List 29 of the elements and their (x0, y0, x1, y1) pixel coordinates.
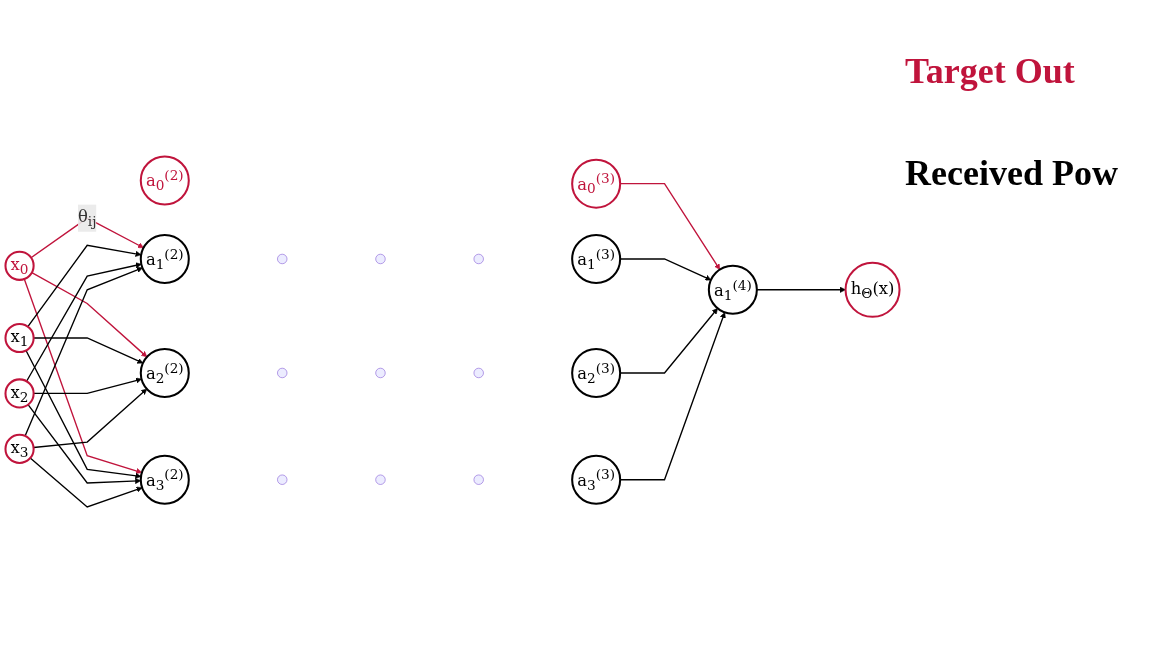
arrow (29, 457, 143, 509)
arrow (619, 183, 721, 271)
node-circle (277, 368, 288, 379)
arrow (27, 244, 142, 328)
arrow (756, 287, 846, 294)
arrow (619, 312, 726, 481)
arrow (25, 350, 142, 480)
arrow (24, 267, 143, 437)
arrow (31, 272, 148, 358)
heading-text: Target Out (905, 50, 1075, 92)
node-circle: x$_{2}$ (4, 378, 35, 409)
node-circle (375, 368, 386, 379)
node-circle (473, 368, 484, 379)
arrow (23, 278, 143, 475)
node-circle: h$_{Θ}$(x) (844, 262, 901, 319)
node-circle (473, 254, 484, 265)
arrow (619, 308, 718, 374)
edge-label: θ$_{ij}$ (77, 207, 97, 230)
arrow (25, 262, 142, 383)
node-circle: x$_{3}$ (4, 434, 35, 465)
node-circle (277, 254, 288, 265)
node-circle: x$_{1}$ (4, 323, 35, 354)
heading-text: Received Pow (905, 152, 1118, 194)
node-circle: x$_{0}$ (4, 250, 35, 282)
node-circle (277, 474, 288, 486)
node-circle (375, 474, 386, 486)
arrow (619, 258, 712, 281)
node-circle (375, 254, 386, 265)
node-circle (473, 474, 484, 486)
